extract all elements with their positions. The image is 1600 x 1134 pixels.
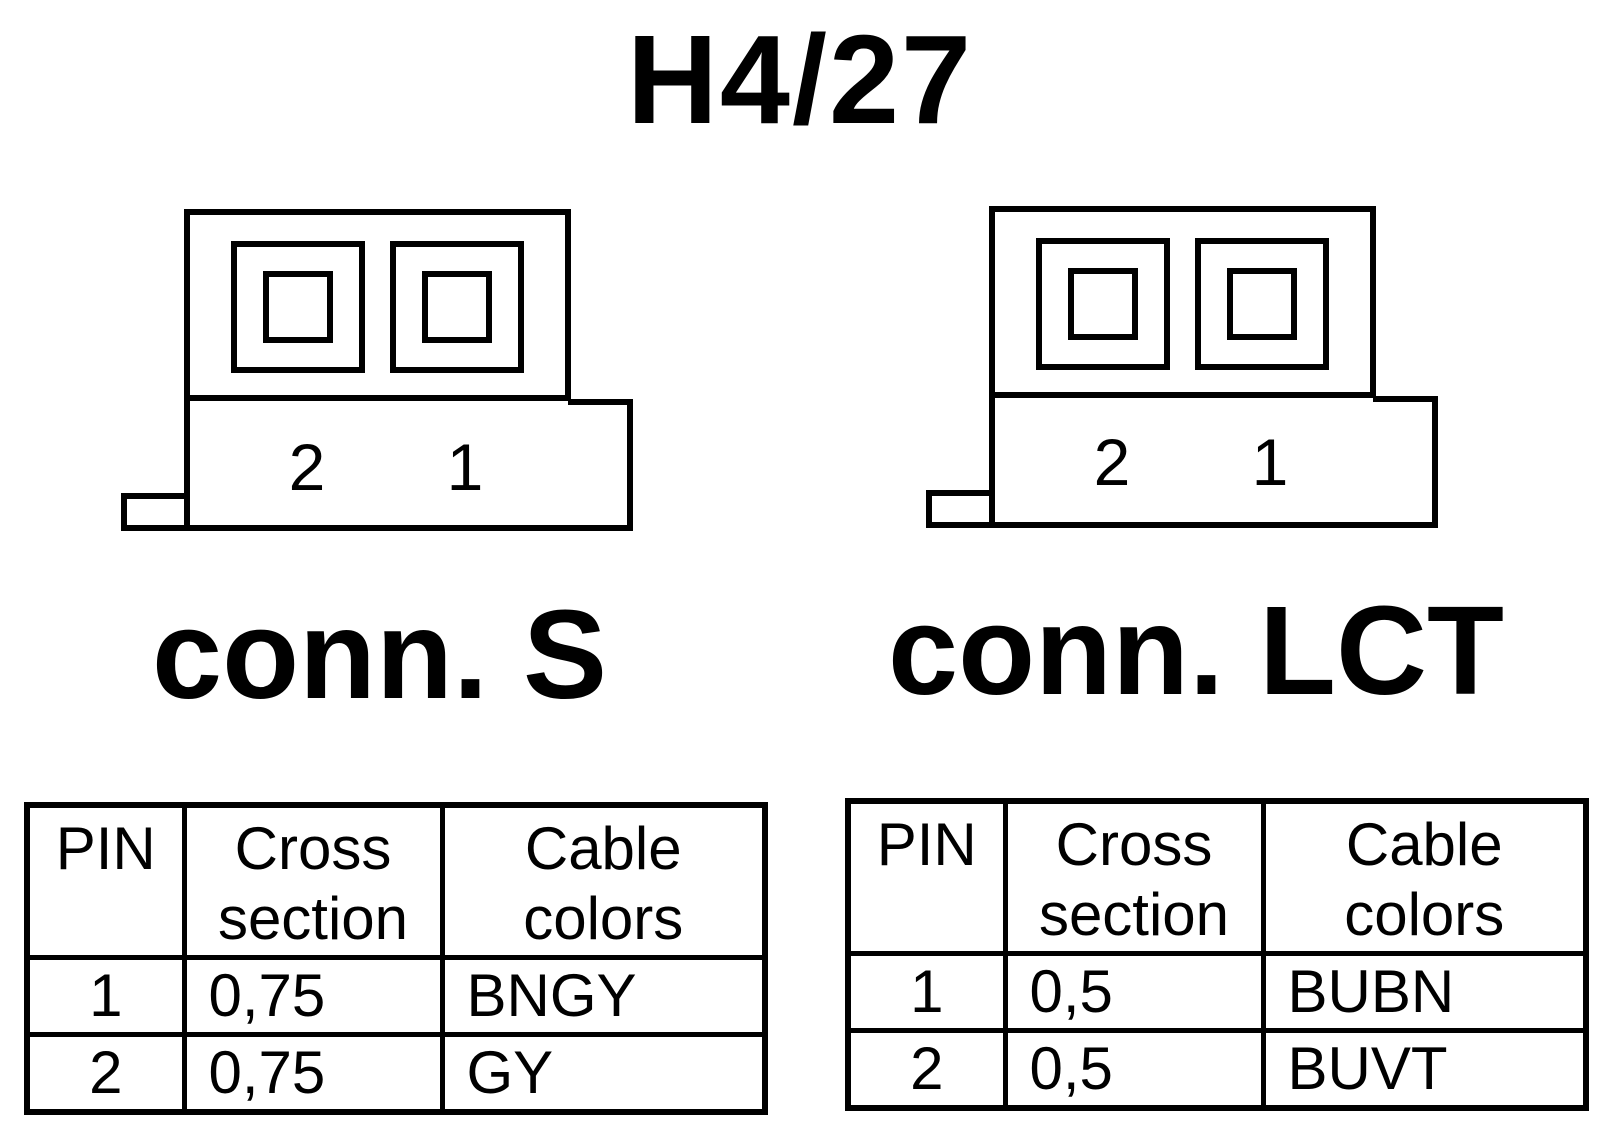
pin-cell: 1: [24, 954, 187, 1037]
connector-lct-table: PIN Cross section Cable colors 1 0,5 BUB…: [845, 798, 1589, 1111]
connector-lct-pin-label: 1: [1252, 425, 1289, 499]
connector-lct-pin-1-cavity: [1195, 238, 1329, 370]
table-row: 1 0,5 BUBN: [845, 950, 1589, 1033]
connector-s-pin-label: 2: [289, 430, 326, 504]
header-line: Cross: [234, 815, 392, 882]
cable-color-cell: BUVT: [1260, 1027, 1589, 1110]
pin-cell: 2: [845, 1027, 1008, 1110]
column-header-cross-section: Cross section: [181, 802, 445, 960]
table-header-row: PIN Cross section Cable colors: [24, 802, 768, 960]
connector-lct-housing-bottom: [989, 395, 1438, 528]
connector-lct-pin-2-contact: [1068, 268, 1138, 340]
header-line: Cable: [524, 815, 682, 882]
cable-color-cell: BUBN: [1260, 950, 1589, 1033]
column-header-cross-section: Cross section: [1002, 798, 1266, 956]
header-line: Cable: [1345, 811, 1503, 878]
table-row: 2 0,75 GY: [24, 1031, 768, 1114]
pin-cell: 2: [24, 1031, 187, 1114]
header-line: PIN: [876, 811, 977, 878]
header-line: colors: [1344, 881, 1505, 948]
cross-section-cell: 0,75: [181, 1031, 445, 1114]
cross-section-cell: 0,5: [1002, 950, 1266, 1033]
cable-color-cell: GY: [439, 1031, 768, 1114]
connector-s-housing-bottom: [184, 398, 633, 531]
table-row: 2 0,5 BUVT: [845, 1027, 1589, 1110]
column-header-cable-colors: Cable colors: [439, 802, 768, 960]
connector-lct-pin-2-cavity: [1036, 238, 1170, 370]
table-header-row: PIN Cross section Cable colors: [845, 798, 1589, 956]
connector-s-label: conn. S: [152, 584, 608, 725]
page-title: H4/27: [626, 9, 974, 150]
connector-lct-latch: [926, 490, 995, 528]
connector-lct-label: conn. LCT: [888, 580, 1504, 721]
cross-section-cell: 0,5: [1002, 1027, 1266, 1110]
connector-lct-drawing: [926, 206, 1438, 528]
connector-s-pin-2-contact: [263, 271, 333, 343]
connector-lct-pin-label: 2: [1094, 425, 1131, 499]
header-line: Cross: [1055, 811, 1213, 878]
header-line: colors: [523, 885, 684, 952]
pin-cell: 1: [845, 950, 1008, 1033]
cable-color-cell: BNGY: [439, 954, 768, 1037]
connector-lct-housing-top: [989, 206, 1376, 398]
header-line: section: [217, 885, 409, 952]
column-header-pin: PIN: [24, 802, 187, 960]
connector-lct-pin-1-contact: [1227, 268, 1297, 340]
connector-s-pin-label: 1: [447, 430, 484, 504]
table-row: 1 0,75 BNGY: [24, 954, 768, 1037]
connector-s-pin-2-cavity: [231, 241, 365, 373]
header-line: section: [1038, 881, 1230, 948]
column-header-pin: PIN: [845, 798, 1008, 956]
connector-s-pin-1-cavity: [390, 241, 524, 373]
column-header-cable-colors: Cable colors: [1260, 798, 1589, 956]
connector-s-table: PIN Cross section Cable colors 1 0,75 BN…: [24, 802, 768, 1115]
connector-s-pin-1-contact: [422, 271, 492, 343]
connector-s-housing-top: [184, 209, 571, 401]
header-line: PIN: [55, 815, 156, 882]
cross-section-cell: 0,75: [181, 954, 445, 1037]
connector-s-latch: [121, 493, 190, 531]
connector-s-drawing: [121, 209, 633, 531]
